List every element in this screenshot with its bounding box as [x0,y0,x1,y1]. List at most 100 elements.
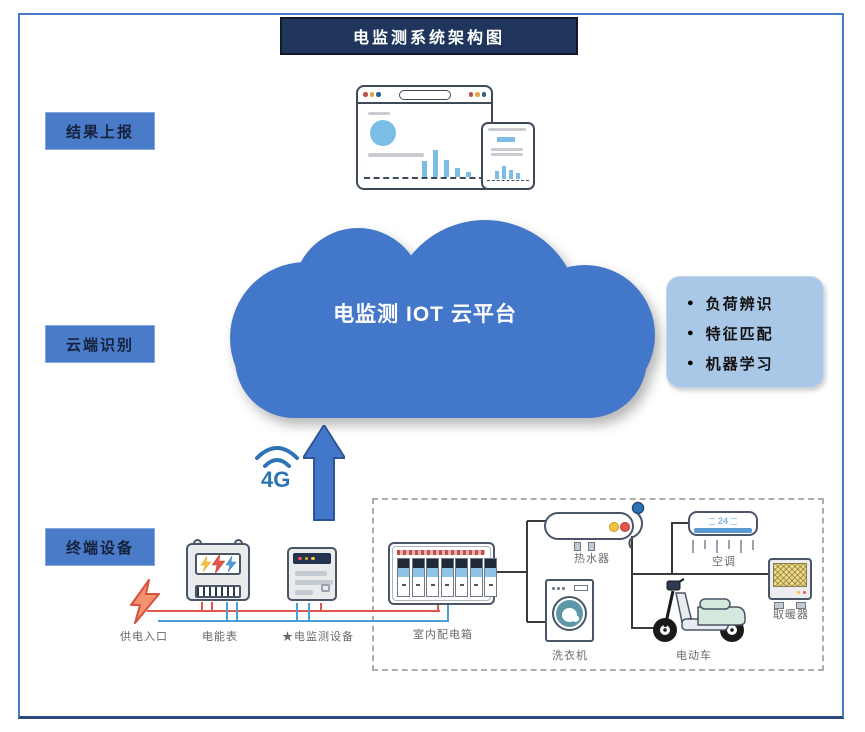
line-to-heater [632,573,768,575]
indicator-dot [311,556,315,561]
monitor-device-icon [287,547,337,601]
monitor-button [321,584,330,592]
chart-bar [444,160,449,177]
ac-display-dash [731,517,737,525]
capability-box: ● 负荷辨识 ● 特征匹配 ● 机器学习 [666,276,824,388]
stage-label-terminal-devices: 终端设备 [45,528,155,566]
cloud-shape: 电监测 IOT 云平台 [225,220,655,425]
chart-baseline [364,177,485,179]
text-placeholder [368,112,390,115]
wire-segment [296,603,298,622]
water-heater-icon [544,512,634,551]
toolbar-dot [481,92,486,97]
wire-segment [201,602,203,612]
distribution-box-label: 室内配电箱 [413,629,473,641]
line-ac-drop [671,522,673,574]
chart-bar [466,172,471,177]
power-entry-icon [130,579,160,624]
distribution-box-icon [388,542,497,605]
breaker-row [397,558,497,597]
indicator-dot [304,556,308,561]
4g-signal-icon: 4G [255,446,299,490]
washing-machine-icon [545,579,594,642]
scooter-label: 电动车 [676,650,712,662]
meter-display [195,553,241,575]
text-placeholder [491,153,523,156]
knob-icon [609,522,619,532]
vent-line [295,590,313,595]
stage-label-text: 云端识别 [65,336,134,354]
chart-bar [516,173,520,179]
airflow-line [728,540,730,549]
wire-segment [211,602,213,612]
airflow-line [740,540,742,553]
wire-segment [308,603,310,622]
line-to-scooter [632,627,658,629]
indicator-dot [298,556,302,561]
airflow-line [692,540,694,553]
airflow-line [716,540,718,553]
wire-segment [437,605,439,612]
heater-icon [768,558,812,609]
wire-segment [236,602,238,622]
breaker-icon [397,558,410,597]
dashboard-browser-icon [356,85,493,190]
panel-dot [557,587,560,590]
ac-vent-bar [694,528,752,533]
4g-label: 4G [261,467,290,490]
scooter-icon [653,578,746,642]
cloud-platform-label: 电监测 IOT 云平台 [333,303,517,326]
monitor-label: ★电监测设备 [282,631,354,643]
washer-door [552,596,587,631]
text-placeholder [368,153,424,157]
bullet-icon: ● [687,297,694,309]
breaker-icon [455,558,468,597]
heater-label: 取暖器 [773,609,809,621]
wire-blue-bus [158,620,449,622]
breaker-icon [484,558,497,597]
airflow-line [704,540,706,549]
indicator-dot [797,591,800,594]
chart-baseline [487,180,529,181]
heater-foot [774,602,784,609]
wire-segment [226,602,228,622]
uplink-arrow-icon [303,425,345,521]
meter-label: 电能表 [202,631,238,643]
chart-bar [455,168,460,177]
panel-dot [562,587,565,590]
diagram-title-text: 电监测系统架构图 [352,30,505,47]
capability-item: ● 机器学习 [687,356,774,373]
line-trunk-vertical [526,521,528,622]
bullet-icon: ● [687,327,694,339]
shower-head-icon [628,501,645,549]
ac-temperature: 24 [717,516,728,526]
toolbar-dot [363,92,368,97]
line-to-washer [527,621,546,623]
monitor-indicator-band [293,553,331,564]
meter-icon [186,539,250,601]
capability-item: ● 特征匹配 [687,326,774,343]
text-placeholder [488,128,526,131]
indicator-dot [803,591,806,594]
vent-line [295,571,327,576]
text-placeholder [491,148,523,151]
bullet-icon: ● [687,357,694,369]
chart-bar [422,161,427,177]
chart-bar [433,150,438,177]
stat-placeholder [497,137,515,142]
chart-bar [502,166,506,179]
toolbar-dot [369,92,374,97]
heater-grille [773,563,807,587]
airflow-line [752,540,754,550]
line-right-vertical [631,536,633,629]
pie-placeholder [370,120,396,146]
chart-bar [509,170,513,179]
toolbar-dot [475,92,480,97]
bolt-icon [211,554,225,574]
breaker-icon [411,558,425,597]
monitor-body [287,547,337,601]
valve-icon [574,542,581,551]
ac-display-dash [708,517,715,525]
diagram-title: 电监测系统架构图 [280,17,578,55]
